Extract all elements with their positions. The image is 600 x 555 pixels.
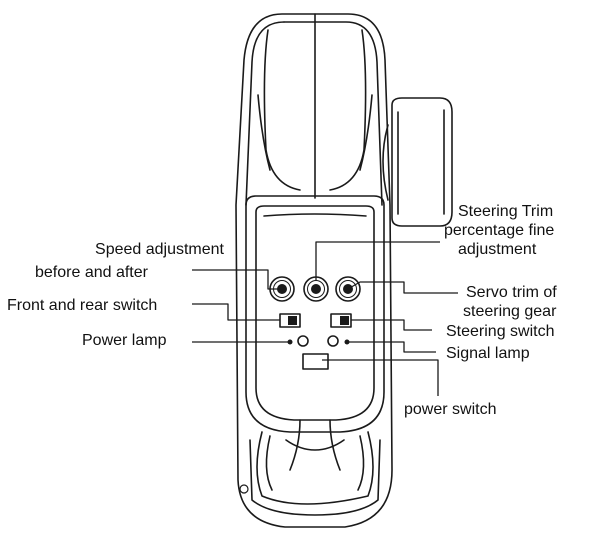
label-steering-gear: steering gear <box>463 303 557 320</box>
label-steering-switch: Steering switch <box>446 323 555 340</box>
steering-switch-body <box>330 313 352 328</box>
steering-wheel <box>382 97 453 227</box>
power-switch-body <box>302 353 329 370</box>
leader-lines <box>192 241 458 396</box>
label-power-lamp: Power lamp <box>82 332 167 349</box>
front-rear-switch <box>279 313 301 328</box>
label-percentage-fine: percentage fine <box>444 222 555 239</box>
lower-grip <box>249 419 381 516</box>
label-adjustment: adjustment <box>458 241 537 258</box>
body-outline <box>235 13 393 528</box>
label-front-and-rear-switch: Front and rear switch <box>7 297 158 314</box>
label-servo-trim: Servo trim of <box>466 284 557 301</box>
label-signal-lamp: Signal lamp <box>446 345 530 362</box>
label-steering-trim: Steering Trim <box>458 203 554 220</box>
control-panel <box>245 195 385 433</box>
label-before-and-after: before and after <box>35 264 148 281</box>
lamps <box>287 335 350 347</box>
label-speed-adjustment: Speed adjustment <box>95 241 224 258</box>
trim-dials <box>269 276 361 302</box>
label-power-switch: power switch <box>404 401 497 418</box>
